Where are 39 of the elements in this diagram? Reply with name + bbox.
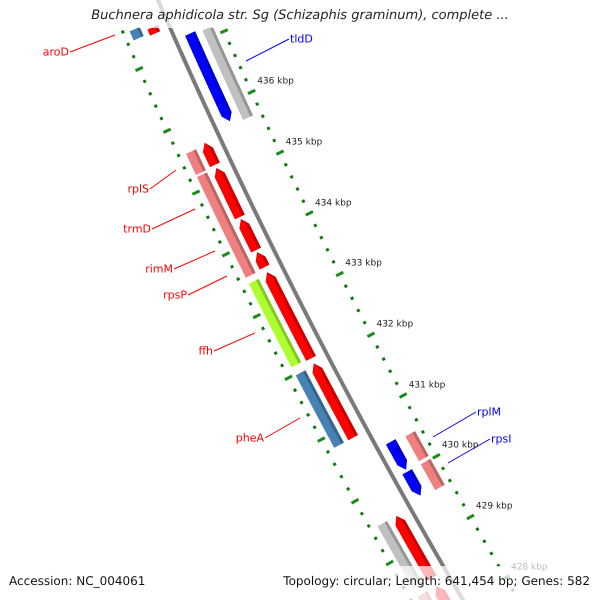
tick-label: 434 kbp — [314, 199, 352, 208]
gene-label: pheA — [236, 432, 265, 444]
gene-bar — [248, 278, 302, 368]
tick-label: 436 kbp — [257, 78, 294, 87]
gene-label: rpsI — [490, 434, 512, 444]
gene-bar — [405, 431, 429, 462]
gene-bar — [420, 458, 445, 490]
leader-line — [150, 170, 176, 190]
tick-label: 433 kbp — [345, 260, 382, 269]
gene-bar — [202, 26, 254, 120]
leader-line — [70, 34, 116, 52]
gene-label: tldD — [289, 34, 313, 44]
gene-bar — [186, 149, 206, 176]
tick-label: 435 kbp — [286, 138, 322, 148]
tick-label: 431 kbp — [408, 381, 446, 390]
leader-line — [264, 418, 300, 438]
tick-label: 430 kbp — [442, 442, 479, 451]
leader-line — [432, 412, 476, 438]
gene-label: rimM — [145, 264, 174, 274]
tick-label: 429 kbp — [476, 502, 513, 512]
summary-text: Topology: circular; Length: 641,454 bp; Genes: 582 — [283, 575, 590, 587]
gene-label: ffh — [198, 346, 214, 356]
leader-line — [246, 38, 290, 62]
gene-label: rplM — [476, 406, 502, 418]
gene-bar — [296, 370, 344, 448]
tick-label: 432 kbp — [376, 320, 414, 330]
leader-line — [174, 250, 216, 270]
gene-label: trmD — [123, 224, 152, 234]
gene-label: aroD — [42, 46, 70, 58]
gene-bar — [130, 27, 144, 40]
leader-line — [188, 276, 228, 296]
gene-bar — [196, 172, 256, 278]
leader-line — [214, 332, 256, 352]
tick-label: 428 kbp — [510, 563, 548, 572]
accession-text: Accession: NC_004061 — [9, 575, 146, 587]
leader-line — [152, 208, 196, 230]
gene-label: rplS — [127, 184, 150, 194]
leader-line — [448, 438, 490, 464]
gene-label: rpsP — [163, 290, 188, 300]
